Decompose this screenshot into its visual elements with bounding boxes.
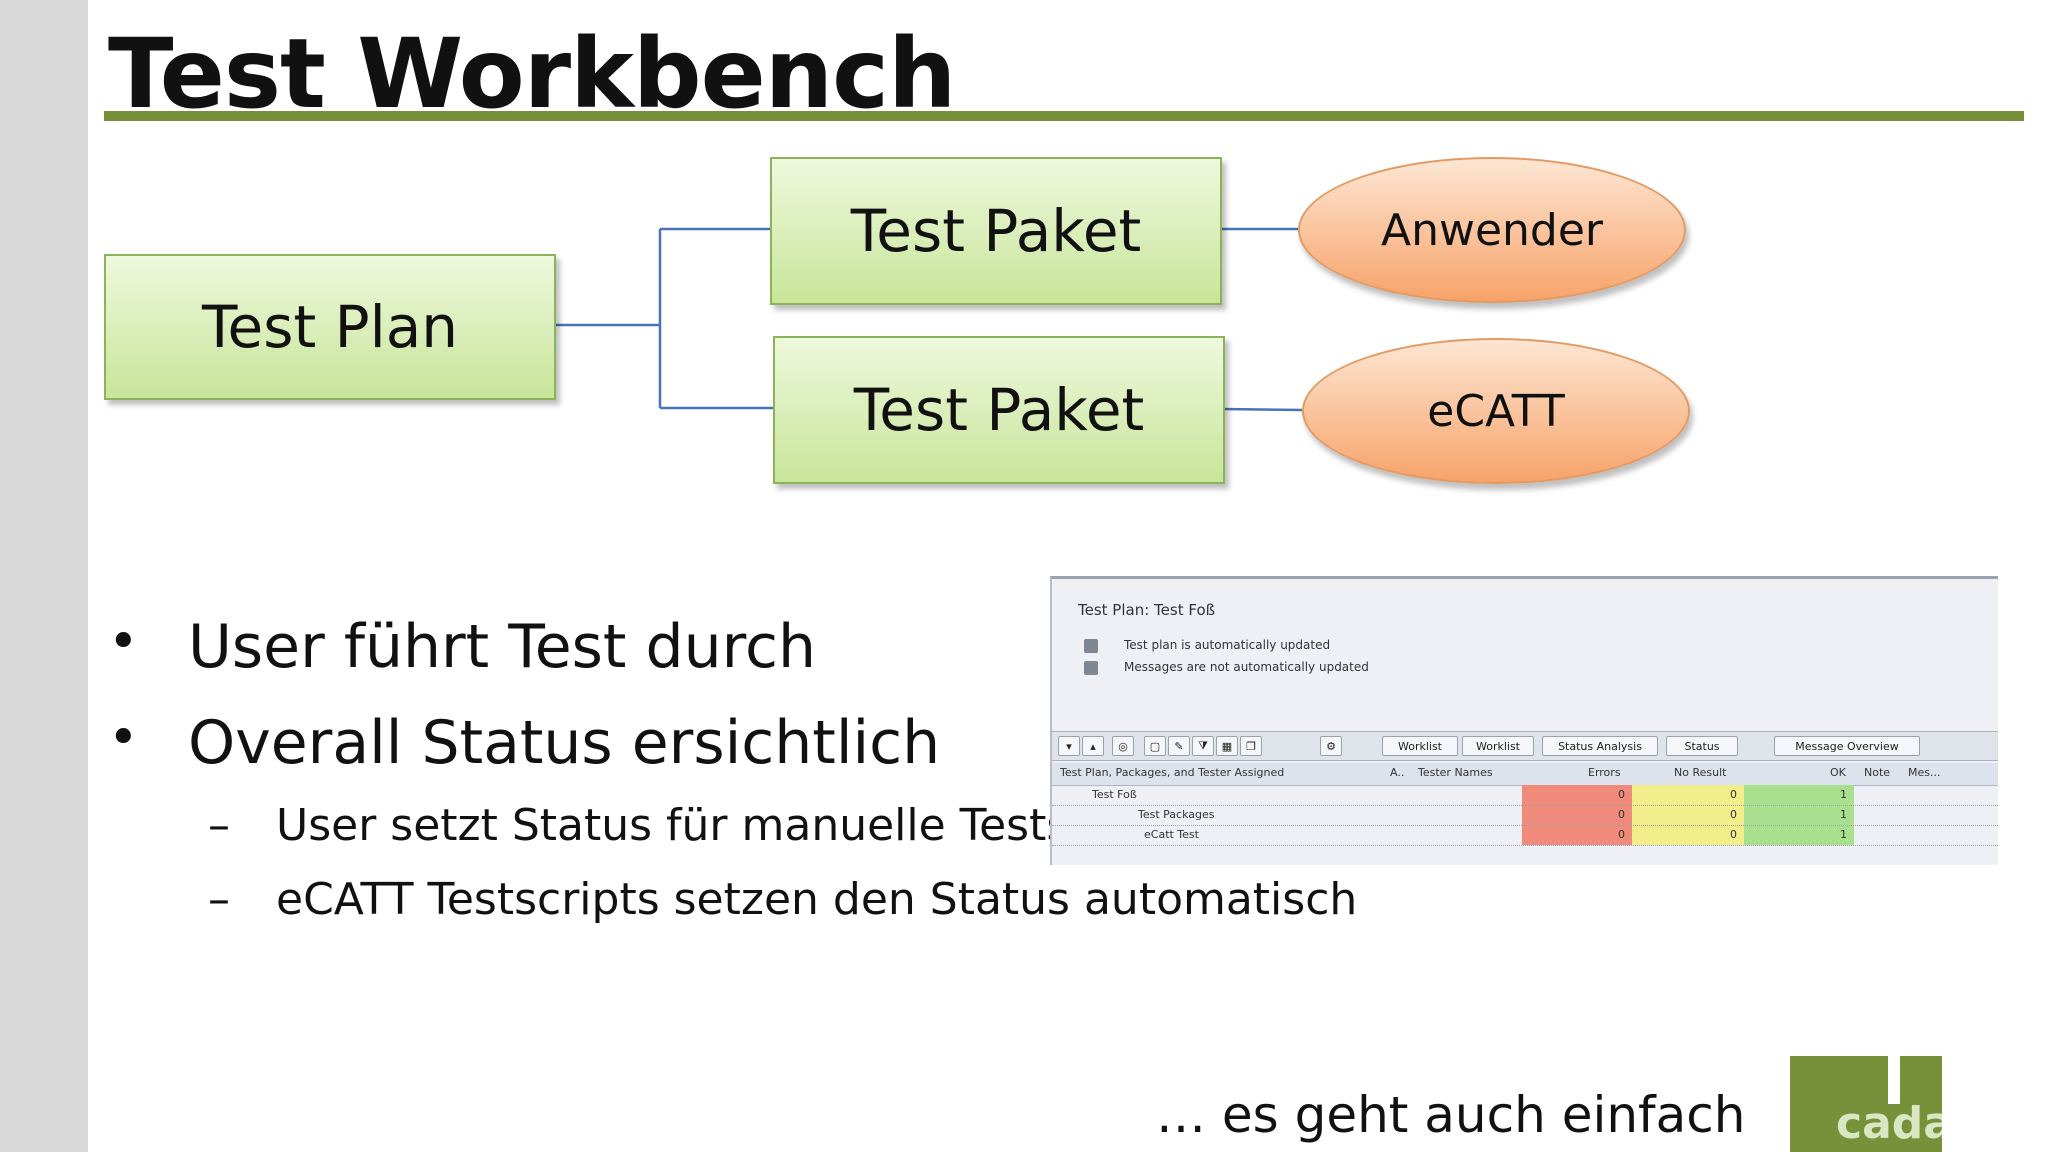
sub-bullet-text: eCATT Testscripts setzen den Status auto… [276,874,1358,925]
row-name: eCatt Test [1144,828,1199,841]
column-header: A.. [1390,766,1405,779]
ok-column-fill [1744,785,1854,845]
errors-value: 0 [1618,808,1625,821]
screenshot-title: Test Plan: Test Foß [1078,601,1216,619]
copy-icon[interactable]: ❐ [1240,736,1262,756]
filter-icon[interactable]: ⧩ [1192,736,1214,756]
errors-value: 0 [1618,788,1625,801]
worklist-button-2[interactable]: Worklist [1462,736,1534,756]
expand-icon[interactable]: ▾ [1058,736,1080,756]
errors-column-fill [1522,785,1632,845]
logo-notch [1888,1056,1900,1104]
column-header: OK [1830,766,1846,779]
bullet-text: User führt Test durch [188,612,816,682]
cadaxo-logo: cadaxo [1790,1056,1942,1152]
refresh-icon [1084,639,1098,653]
status-analysis-button[interactable]: Status Analysis [1542,736,1658,756]
test-plan-screenshot: Test Plan: Test Foß Test plan is automat… [1050,576,1998,865]
status-button[interactable]: Status [1666,736,1738,756]
worklist-button-1[interactable]: Worklist [1382,736,1458,756]
sub-bullet-text: User setzt Status für manuelle Tests [276,800,1070,851]
screenshot-message-2: Messages are not automatically updated [1124,660,1369,674]
row-name: Test Foß [1092,788,1137,801]
row-name: Test Packages [1138,808,1215,821]
ok-value: 1 [1840,788,1847,801]
ecatt-label: eCATT [1427,385,1565,437]
column-header: Mes... [1908,766,1941,779]
no-result-value: 0 [1730,808,1737,821]
bullet-marker: • [108,612,139,672]
test-plan-label: Test Plan [201,293,459,361]
test-package-box-2: Test Paket [773,336,1225,484]
screenshot-message-1: Test plan is automatically updated [1124,638,1331,652]
test-package-label-2: Test Paket [853,376,1145,444]
title-underline [104,111,2024,121]
edit-icon[interactable]: ✎ [1168,736,1190,756]
no-result-value: 0 [1730,788,1737,801]
find-icon[interactable]: ◎ [1112,736,1134,756]
slide-title: Test Workbench [108,18,956,130]
table-row[interactable]: eCatt Test 0 0 1 [1052,825,1998,846]
sub-bullet-marker: – [208,874,230,925]
column-header: No Result [1674,766,1727,779]
anwender-label: Anwender [1380,204,1604,256]
column-header: Test Plan, Packages, and Tester Assigned [1060,766,1285,779]
sub-bullet-marker: – [208,800,230,851]
anwender-oval: Anwender [1298,157,1686,303]
bullet-text: Overall Status ersichtlich [188,708,941,778]
refresh-icon [1084,661,1098,675]
grid-icon[interactable]: ▦ [1216,736,1238,756]
worklist-button-1-label: Worklist [1397,739,1442,753]
errors-value: 0 [1618,828,1625,841]
document-icon[interactable]: ▢ [1144,736,1166,756]
worklist-button-2-label: Worklist [1475,739,1520,753]
no-result-value: 0 [1730,828,1737,841]
ok-value: 1 [1840,828,1847,841]
connector-package-2-to-oval-2 [1220,407,1303,412]
settings-icon[interactable]: ⚙ [1320,736,1342,756]
logo-wordmark: cadaxo [1836,1098,1942,1149]
diagram-connectors [553,227,1303,412]
ecatt-oval: eCATT [1302,338,1690,484]
left-sidebar-bar [0,0,88,1152]
collapse-icon[interactable]: ▴ [1082,736,1104,756]
message-overview-button[interactable]: Message Overview [1774,736,1920,756]
bullet-marker: • [108,708,139,768]
column-header: Errors [1588,766,1621,779]
status-analysis-label: Status Analysis [1558,739,1642,753]
table-header: Test Plan, Packages, and Tester Assigned… [1052,763,1998,786]
test-package-box-1: Test Paket [770,157,1222,305]
ok-value: 1 [1840,808,1847,821]
table-row[interactable]: Test Packages 0 0 1 [1052,805,1998,826]
column-header: Tester Names [1418,766,1493,779]
screenshot-toolbar: ▾ ▴ ◎ ▢ ✎ ⧩ ▦ ❐ ⚙ Worklist Worklist Stat… [1052,731,1998,761]
footer-tagline: … es geht auch einfach [1156,1086,1746,1144]
table-row[interactable]: Test Foß 0 0 1 [1052,785,1998,806]
message-overview-label: Message Overview [1795,739,1899,753]
no-result-column-fill [1632,785,1744,845]
column-header: Note [1864,766,1891,779]
test-package-label-1: Test Paket [850,197,1142,265]
status-label: Status [1684,739,1720,753]
test-plan-box: Test Plan [104,254,556,400]
